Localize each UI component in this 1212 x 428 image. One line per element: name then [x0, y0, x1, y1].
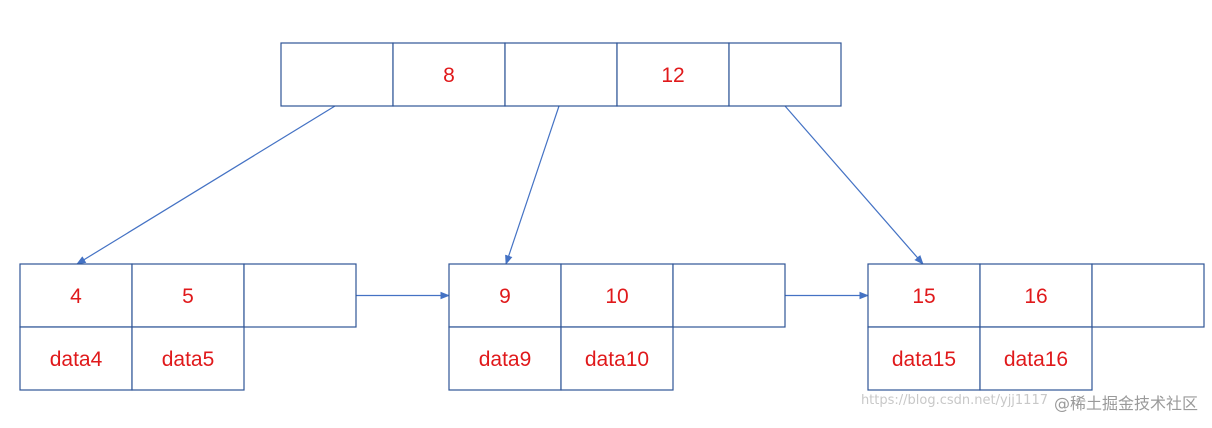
root-key-cell-0-box [280, 42, 394, 107]
pointer-root-to-leaf-0 [76, 105, 336, 265]
leaf-0-data-cell-1: data5 [131, 326, 245, 391]
leaf-0-key-cell-0-box [19, 263, 133, 328]
root-key-cell-4 [728, 42, 842, 107]
watermark: https://blog.csdn.net/yjj1117 @稀土掘金技术社区 [861, 390, 1198, 414]
leaf-2-key-cell-2 [1091, 263, 1205, 328]
root-key-cell-2-box [504, 42, 618, 107]
watermark-site: @稀土掘金技术社区 [1053, 394, 1198, 413]
leaf-1-data-cell-1: data10 [560, 326, 674, 391]
leaf-1-data-cell-0: data9 [448, 326, 562, 391]
leaf-2-data-cell-1-box [979, 326, 1093, 391]
leaf-0-key-cell-0: 4 [19, 263, 133, 328]
leaf-0-key-cell-2 [243, 263, 357, 328]
leaf-2-data-cell-0-label: data15 [892, 348, 956, 371]
leaf-1-key-cell-0-box [448, 263, 562, 328]
leaf-1-key-cell-2-box [672, 263, 786, 328]
leaf-2-data-cell-0-box [867, 326, 981, 391]
leaf-0-key-cell-0-label: 4 [70, 285, 82, 308]
leaf-1-key-cell-2 [672, 263, 786, 328]
root-key-cell-1-label: 8 [443, 64, 455, 87]
leaf-1-key-cell-0-label: 9 [499, 285, 511, 308]
leaf-1-data-cell-0-box [448, 326, 562, 391]
leaf-0-data-cell-1-label: data5 [162, 348, 215, 371]
root-key-cell-0 [280, 42, 394, 107]
leaf-1-data-cell-0-label: data9 [479, 348, 532, 371]
tree-nodes: 8 12 4 5 data4 data5 9 10 data9 data10 15 16 data15 d… [19, 42, 1205, 391]
leaf-1-key-cell-1: 10 [560, 263, 674, 328]
leaf-0-data-cell-0: data4 [19, 326, 133, 391]
pointer-root-to-leaf-2 [784, 105, 924, 265]
leaf-1-key-cell-1-label: 10 [605, 285, 628, 308]
leaf-0-key-cell-1-label: 5 [182, 285, 194, 308]
leaf-1-data-cell-1-label: data10 [585, 348, 649, 371]
root-key-cell-3: 12 [616, 42, 730, 107]
root-key-cell-2 [504, 42, 618, 107]
leaf-2-key-cell-0: 15 [867, 263, 981, 328]
root-key-cell-4-box [728, 42, 842, 107]
leaf-2-key-cell-1-label: 16 [1024, 285, 1047, 308]
leaf-2-data-cell-1-label: data16 [1004, 348, 1068, 371]
leaf-1-data-cell-1-box [560, 326, 674, 391]
leaf-2-key-cell-0-label: 15 [912, 285, 935, 308]
leaf-2-key-cell-2-box [1091, 263, 1205, 328]
leaf-0-data-cell-0-box [19, 326, 133, 391]
leaf-2-data-cell-1: data16 [979, 326, 1093, 391]
leaf-2-key-cell-0-box [867, 263, 981, 328]
watermark-url: https://blog.csdn.net/yjj1117 [860, 393, 1048, 408]
leaf-2-data-cell-0: data15 [867, 326, 981, 391]
leaf-0-key-cell-1: 5 [131, 263, 245, 328]
leaf-0-key-cell-1-box [131, 263, 245, 328]
leaf-0-data-cell-0-label: data4 [50, 348, 103, 371]
leaf-0-data-cell-1-box [131, 326, 245, 391]
leaf-2-key-cell-1: 16 [979, 263, 1093, 328]
leaf-1-key-cell-0: 9 [448, 263, 562, 328]
root-key-cell-1: 8 [392, 42, 506, 107]
tree-edges [76, 105, 924, 300]
root-key-cell-1-box [392, 42, 506, 107]
root-key-cell-3-label: 12 [661, 64, 684, 87]
leaf-0-key-cell-2-box [243, 263, 357, 328]
root-key-cell-3-box [616, 42, 730, 107]
pointer-root-to-leaf-1 [505, 105, 560, 265]
